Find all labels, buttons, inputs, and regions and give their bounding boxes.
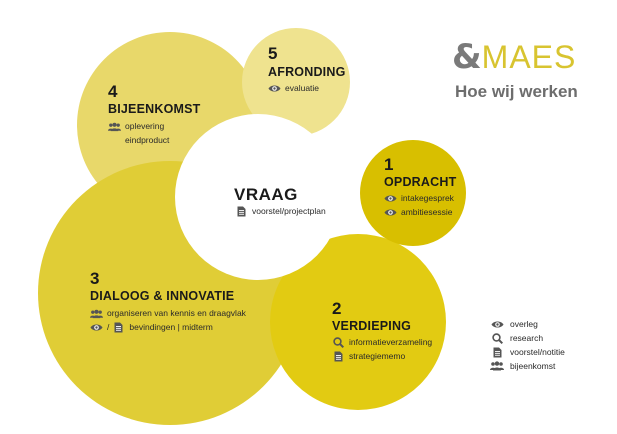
phase-2-item-1-text: informatieverzameling xyxy=(349,337,433,347)
search-icon xyxy=(332,337,345,348)
eye-icon xyxy=(90,322,103,333)
eye-icon xyxy=(268,83,281,94)
center-title: VRAAG xyxy=(234,185,298,204)
phase-1-item-2: ambitiesessie xyxy=(384,207,453,218)
search-icon xyxy=(489,332,505,344)
phase-2-number: 2 xyxy=(332,299,342,318)
phase-1-item-1-text: intakegesprek xyxy=(401,193,454,203)
phase-3-item-2: / bevindingen | midterm xyxy=(90,322,213,333)
people-icon xyxy=(90,308,103,319)
phase-5-item-1: evaluatie xyxy=(268,83,319,94)
phase-1-item-1: intakegesprek xyxy=(384,193,454,204)
legend-item-overleg: overleg xyxy=(489,317,565,331)
phase-4-number: 4 xyxy=(108,82,118,101)
logo: &MAES xyxy=(452,40,576,74)
logo-ampersand: & xyxy=(452,37,482,77)
icon-separator: / xyxy=(107,322,110,332)
phase-2-item-2: strategiememo xyxy=(332,351,405,362)
phase-4-item-1: oplevering xyxy=(108,121,164,132)
phase-3-item-1: organiseren van kennis en draagvlak xyxy=(90,308,246,319)
eye-icon xyxy=(384,207,397,218)
phase-3-item-2-text: bevindingen | midterm xyxy=(129,322,213,332)
phase-4-item-1-text: oplevering xyxy=(125,121,165,131)
phase-3-number: 3 xyxy=(90,269,100,288)
phase-5-item-1-text: evaluatie xyxy=(285,83,320,93)
legend-label: voorstel/notitie xyxy=(510,347,565,357)
document-icon xyxy=(235,206,248,217)
phase-5-number: 5 xyxy=(268,44,278,63)
phase-4-title: BIJEENKOMST xyxy=(108,102,201,116)
circle-phase-5 xyxy=(242,28,350,136)
legend-item-bijeenkomst: bijeenkomst xyxy=(489,359,565,373)
circle-phase-1 xyxy=(360,140,466,246)
legend-label: overleg xyxy=(510,319,538,329)
legend-item-voorstel: voorstel/notitie xyxy=(489,345,565,359)
phase-3-title: DIALOOG & INNOVATIE xyxy=(90,289,235,303)
center-item-text: voorstel/projectplan xyxy=(252,206,326,216)
center-item: voorstel/projectplan xyxy=(235,206,326,217)
document-icon xyxy=(489,347,505,358)
phase-5-title: AFRONDING xyxy=(268,65,346,79)
logo-name: MAES xyxy=(481,39,577,75)
phase-2-item-2-text: strategiememo xyxy=(349,351,406,361)
phase-2-title: VERDIEPING xyxy=(332,319,412,333)
phase-1-title: OPDRACHT xyxy=(384,175,457,189)
logo-subtitle: Hoe wij werken xyxy=(455,82,578,101)
document-icon xyxy=(332,351,345,362)
phase-4-continuation: eindproduct xyxy=(125,135,170,145)
legend: overleg research voorstel/notitie bijeen… xyxy=(489,317,565,373)
legend-item-research: research xyxy=(489,331,565,345)
legend-label: research xyxy=(510,333,544,343)
phase-1-item-2-text: ambitiesessie xyxy=(401,207,453,217)
people-icon xyxy=(489,361,505,371)
phase-1-number: 1 xyxy=(384,155,394,174)
document-icon xyxy=(112,322,125,333)
phase-3-item-1-text: organiseren van kennis en draagvlak xyxy=(107,308,246,318)
legend-label: bijeenkomst xyxy=(510,361,556,371)
eye-icon xyxy=(489,320,505,329)
eye-icon xyxy=(384,193,397,204)
circle-vraag xyxy=(175,114,341,280)
phase-2-item-1: informatieverzameling xyxy=(332,337,432,348)
circle-phase-2 xyxy=(270,234,446,410)
people-icon xyxy=(108,121,121,132)
